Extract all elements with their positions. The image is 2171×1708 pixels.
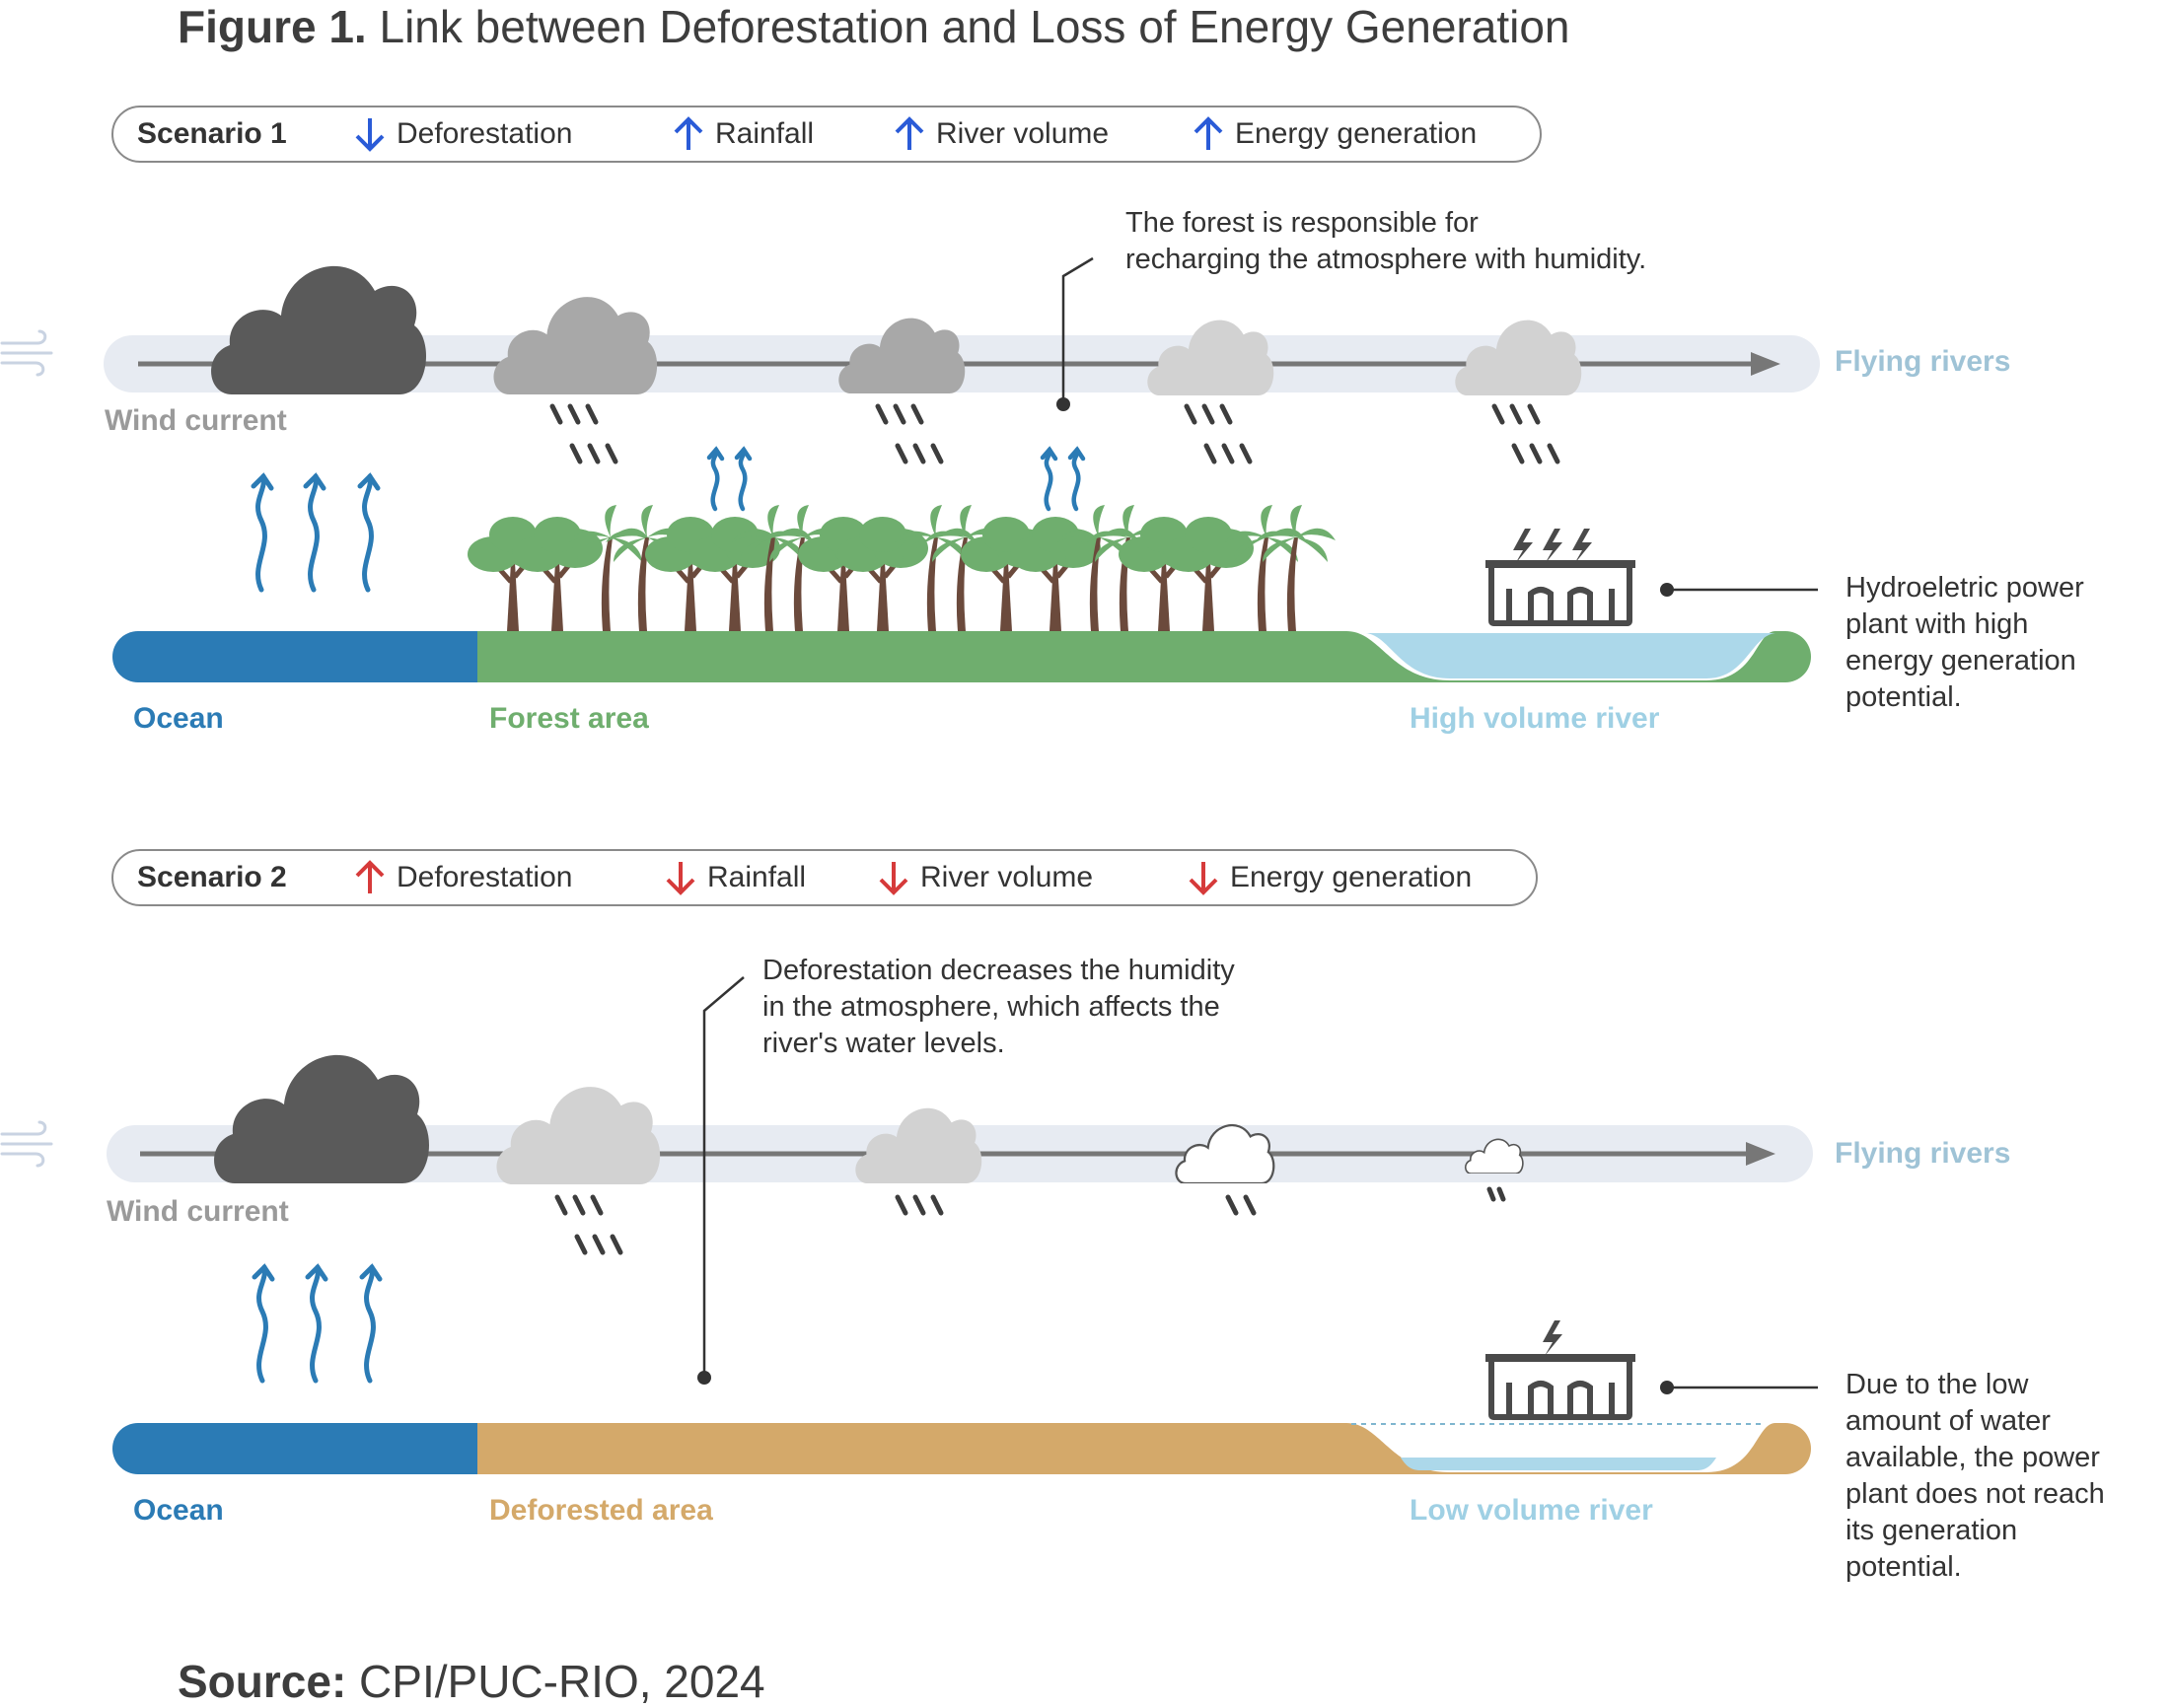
ocean-strip [112, 1423, 478, 1474]
ocean-label: Ocean [133, 1494, 224, 1527]
arrow-down-icon [1189, 862, 1218, 895]
cloud-icon [493, 297, 658, 394]
wind-icon [0, 329, 53, 377]
scenario1-note: The forest is responsible for recharging… [1125, 207, 1647, 275]
source-text: CPI/PUC-RIO, 2024 [359, 1656, 765, 1707]
arrow-down-icon [355, 118, 385, 152]
deforested-strip [477, 1423, 1811, 1474]
arrow-down-icon [666, 862, 695, 895]
forest-area-label: Forest area [489, 702, 649, 735]
flying-rivers-label: Flying rivers [1835, 1137, 2011, 1170]
ocean-strip [112, 631, 478, 682]
flying-rivers-label: Flying rivers [1835, 345, 2011, 378]
low-volume-river-label: Low volume river [1410, 1494, 1653, 1527]
deforested-area-label: Deforested area [489, 1494, 713, 1527]
figure-title-text: Link between Deforestation and Loss of E… [379, 1, 1570, 52]
plant-note-s2: Due to the low amount of water available… [1845, 1369, 2105, 1583]
arrow-up-icon [895, 116, 924, 150]
source-credit: Source: CPI/PUC-RIO, 2024 [178, 1655, 765, 1708]
legend-rainfall: Rainfall [672, 107, 814, 161]
cloud-icon [211, 265, 426, 394]
cloud-icon [496, 1087, 661, 1184]
arrow-down-icon [879, 862, 908, 895]
scenario2-label: Scenario 2 [137, 861, 287, 893]
cloud-icon [838, 318, 966, 394]
scenario2-legend: Scenario 2 Deforestation Rainfall River … [111, 849, 1538, 906]
figure-title: Figure 1. Link between Deforestation and… [178, 0, 1569, 53]
high-volume-river-label: High volume river [1410, 702, 1660, 735]
river-high [1366, 633, 1775, 678]
scenario2-note: Deforestation decreases the humidity in … [762, 955, 1235, 1059]
scenario1-legend: Scenario 1 Deforestation Rainfall River … [111, 106, 1542, 163]
power-plant-icon [1485, 529, 1635, 623]
legend-energy-generation: Energy generation [1187, 851, 1472, 904]
cloud-icon [1455, 320, 1582, 396]
cloud-icon [1147, 320, 1274, 396]
legend-deforestation: Deforestation [353, 107, 572, 161]
scenario1-label: Scenario 1 [137, 117, 287, 150]
source-label: Source: [178, 1656, 347, 1707]
cloud-icon [214, 1054, 429, 1183]
wind-current-label: Wind current [107, 1195, 289, 1228]
arrow-up-icon [355, 860, 385, 893]
cloud-icon [855, 1107, 982, 1183]
arrow-up-icon [1194, 116, 1223, 150]
legend-river-volume: River volume [893, 107, 1109, 161]
legend-deforestation: Deforestation [353, 851, 572, 904]
forest-trees [468, 505, 1336, 631]
wind-current-label: Wind current [105, 404, 287, 437]
arrow-up-icon [674, 116, 703, 150]
wind-icon [0, 1120, 53, 1168]
river-low [1401, 1458, 1716, 1470]
legend-rainfall: Rainfall [664, 851, 806, 904]
ocean-label: Ocean [133, 702, 224, 735]
figure-number: Figure 1. [178, 1, 367, 52]
legend-river-volume: River volume [877, 851, 1093, 904]
forest-strip [477, 631, 1811, 682]
power-plant-icon [1485, 1320, 1635, 1417]
plant-note-s1: Hydroeletric power plant with high energ… [1845, 572, 2084, 713]
legend-energy-generation: Energy generation [1192, 107, 1477, 161]
